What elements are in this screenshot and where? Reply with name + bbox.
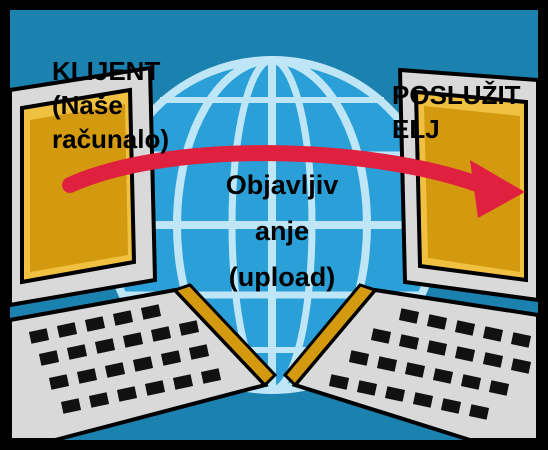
upload-label: Objavljiv anje (upload) [225,170,339,292]
upload-arrow-icon [62,145,525,218]
client-label: KLIJENT (Naše računalo) [52,56,170,154]
server-label: POSLUŽIT ELJ [392,80,521,144]
